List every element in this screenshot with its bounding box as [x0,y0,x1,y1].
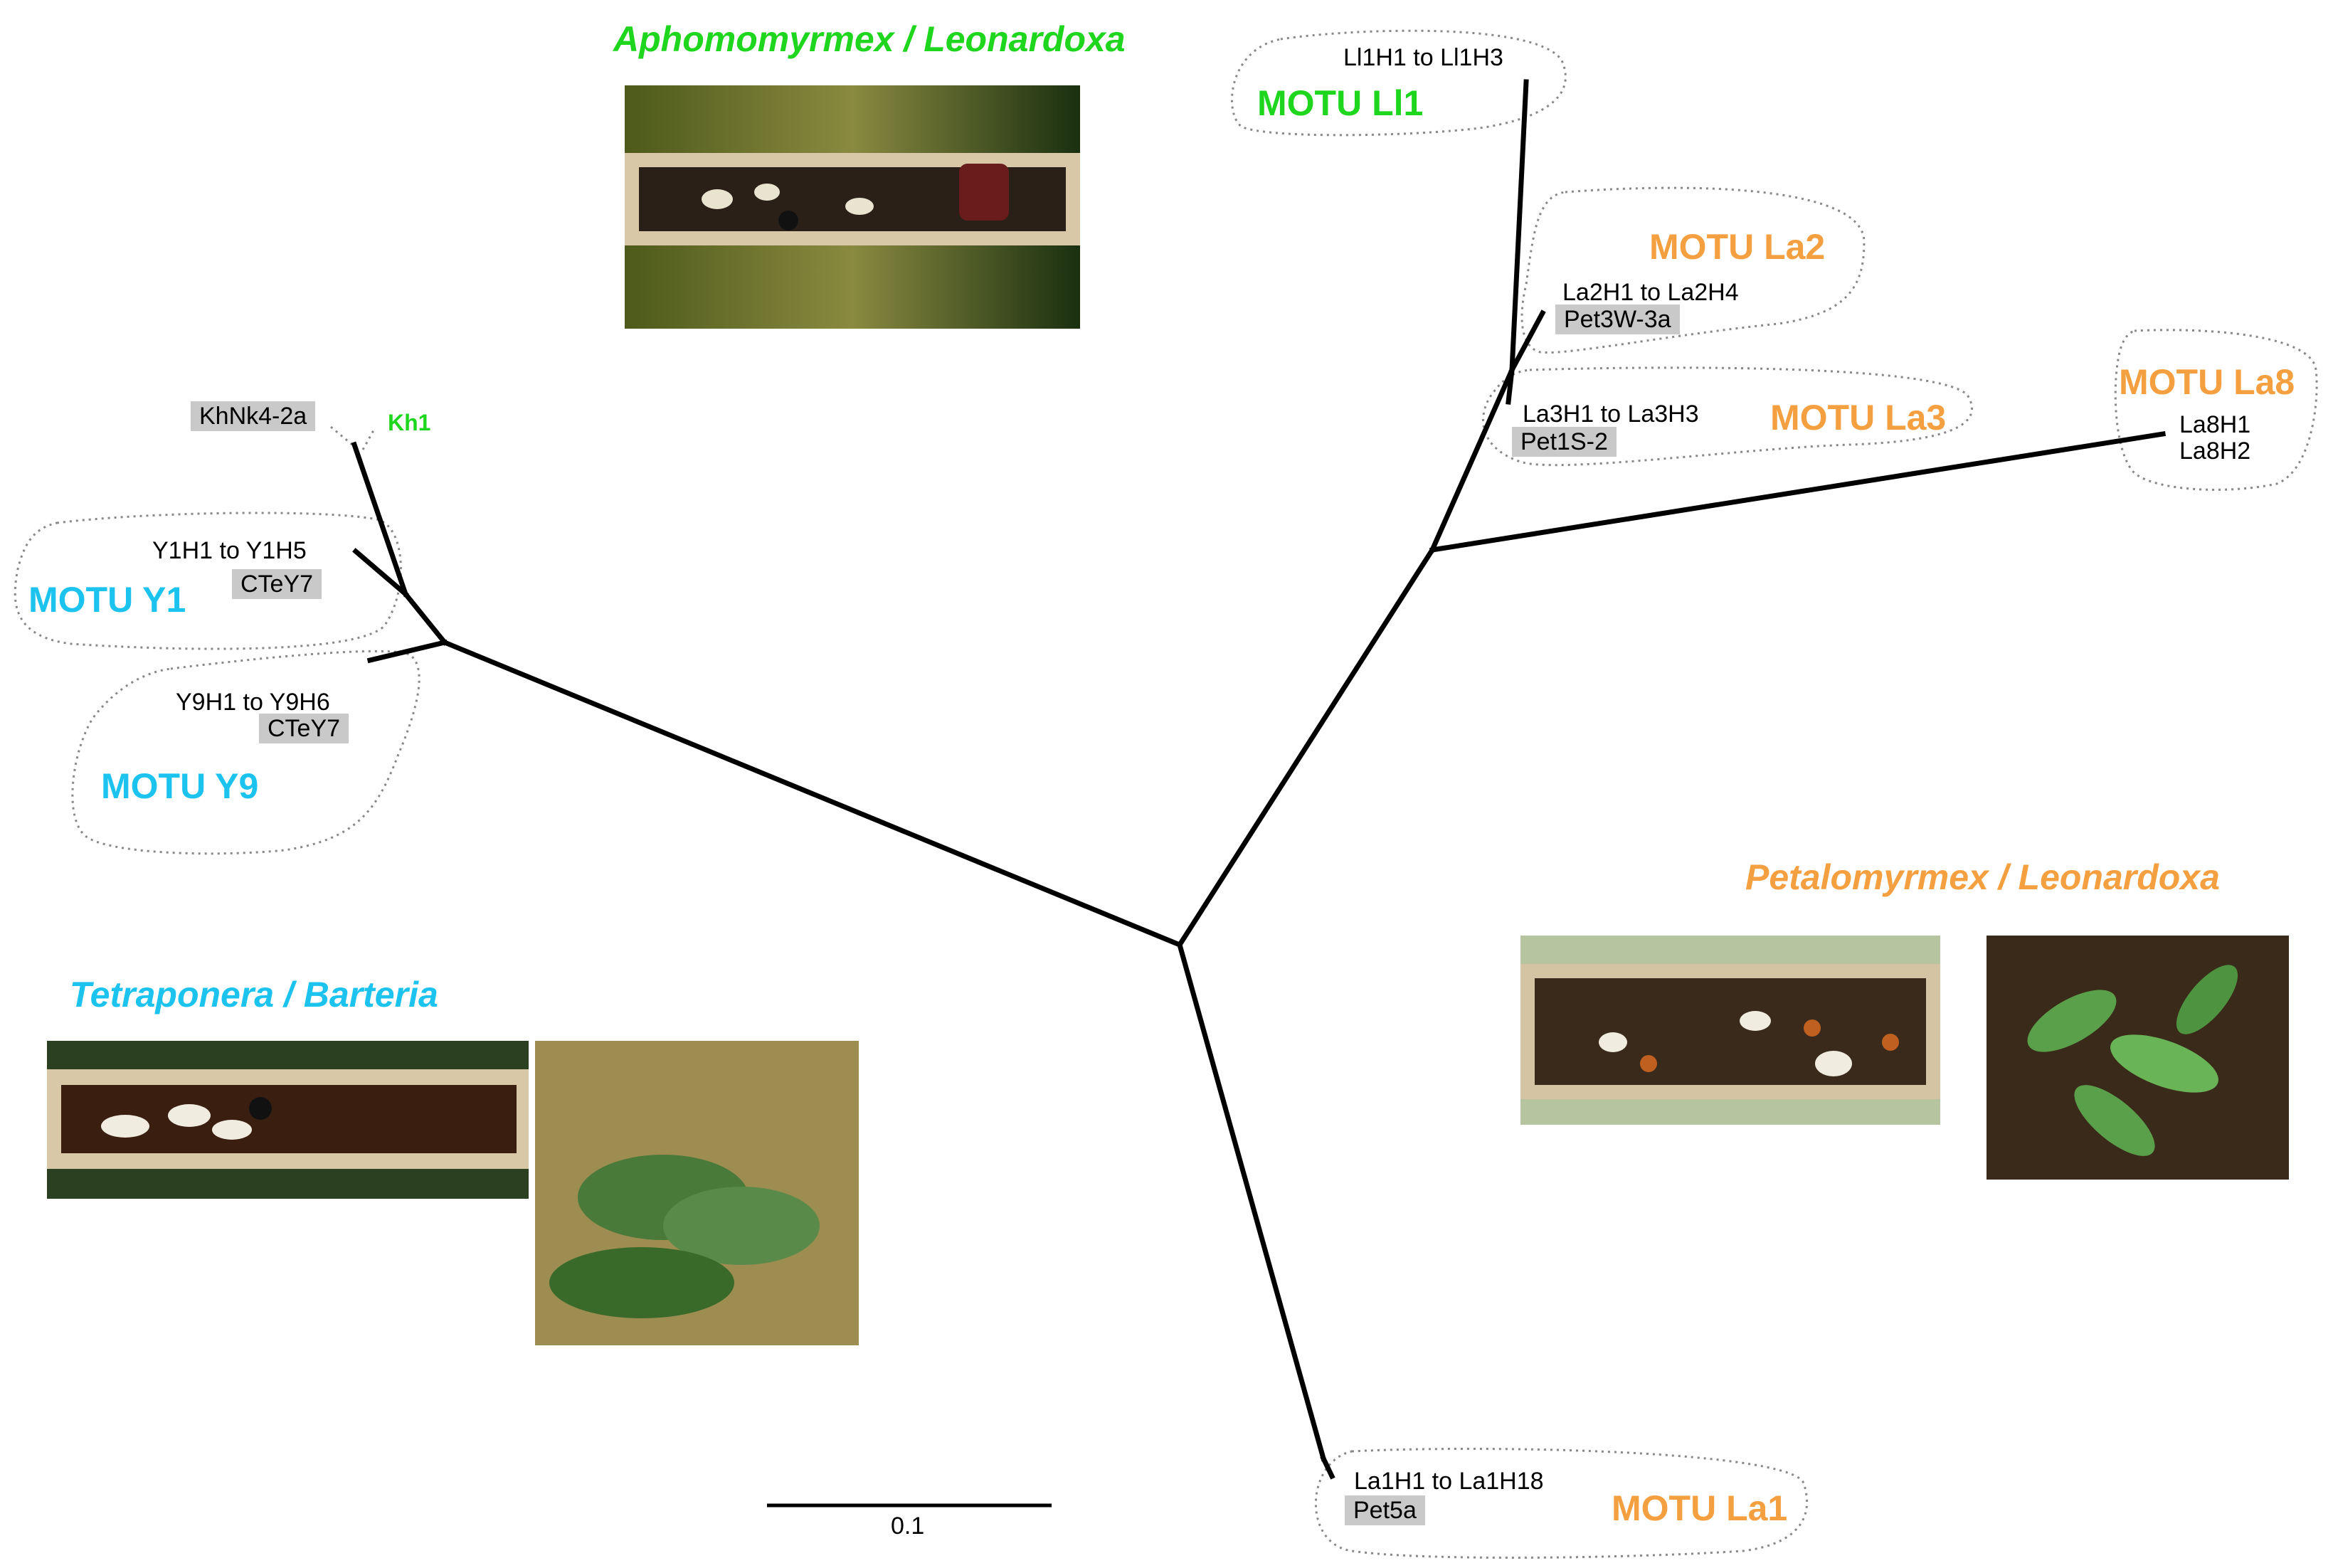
branch-right-up [1429,366,1515,553]
tetraponera-title: Tetraponera / Barteria [70,975,438,1015]
branch-la3 [1506,367,1515,405]
y9-haplotypes: Y9H1 to Y9H6 [176,689,330,716]
la1-haplotypes: La1H1 to La1H18 [1354,1468,1544,1495]
kh-voucher: KhNk4-2a [191,401,316,431]
la2-haplotypes: La2H1 to La2H4 [1562,279,1739,306]
y1-motu-label: MOTU Y1 [28,580,186,620]
branch-ll1 [1509,79,1529,373]
branch-kh [351,441,409,598]
petalomyrmex-title: Petalomyrmex / Leonardoxa [1745,857,2220,897]
la8-haplotype-2: La8H2 [2179,438,2251,465]
tetraponera-domatium-photo [47,1041,529,1199]
motu-ll1-outline [1230,29,1567,137]
ll1-motu-label: MOTU Ll1 [1257,83,1424,123]
motu-la1-outline [1314,1447,1809,1559]
branch-right-la8 [1429,430,2167,553]
scale-bar-label: 0.1 [891,1513,925,1540]
la1-voucher: Pet5a [1345,1495,1425,1525]
la8-haplotype-1: La8H1 [2179,411,2251,438]
y9-motu-label: MOTU Y9 [101,766,259,806]
motu-y9-outline [71,650,420,855]
motu-y1-outline [14,512,402,650]
motu-la3-outline [1482,366,1973,467]
la1-motu-label: MOTU La1 [1612,1488,1788,1528]
aphomomyrmex-domatium-photo [625,85,1080,329]
motu-la2-outline [1520,186,1866,354]
branch-root-right [1176,546,1436,948]
y1-haplotypes: Y1H1 to Y1H5 [152,537,307,564]
branch-la1-tip [1320,1455,1335,1480]
la8-motu-label: MOTU La8 [2119,362,2295,402]
aphomomyrmex-title: Aphomomyrmex / Leonardoxa [613,19,1126,59]
barteria-plant-photo [535,1041,859,1345]
kh-outline [330,425,375,450]
la3-voucher: Pet1S-2 [1512,427,1617,457]
branch-left-y9 [366,639,448,664]
branch-root-left [441,639,1183,948]
branch-y1 [352,548,409,598]
motu-la8-outline [2114,329,2318,491]
branch-left-up [402,590,448,646]
petalomyrmex-domatium-photo [1520,936,1940,1125]
leonardoxa-plant-photo [1987,936,2289,1180]
la3-haplotypes: La3H1 to La3H3 [1523,401,1699,428]
la2-voucher: Pet3W-3a [1555,304,1680,334]
y9-voucher: CTeY7 [259,714,349,743]
branch-la2 [1508,309,1546,374]
branch-root-down [1176,941,1327,1462]
la3-motu-label: MOTU La3 [1770,398,1947,438]
la2-motu-label: MOTU La2 [1649,227,1826,267]
kh1-label: Kh1 [388,410,431,435]
y1-voucher: CTeY7 [232,569,322,599]
ll1-haplotypes: Ll1H1 to Ll1H3 [1343,44,1503,71]
